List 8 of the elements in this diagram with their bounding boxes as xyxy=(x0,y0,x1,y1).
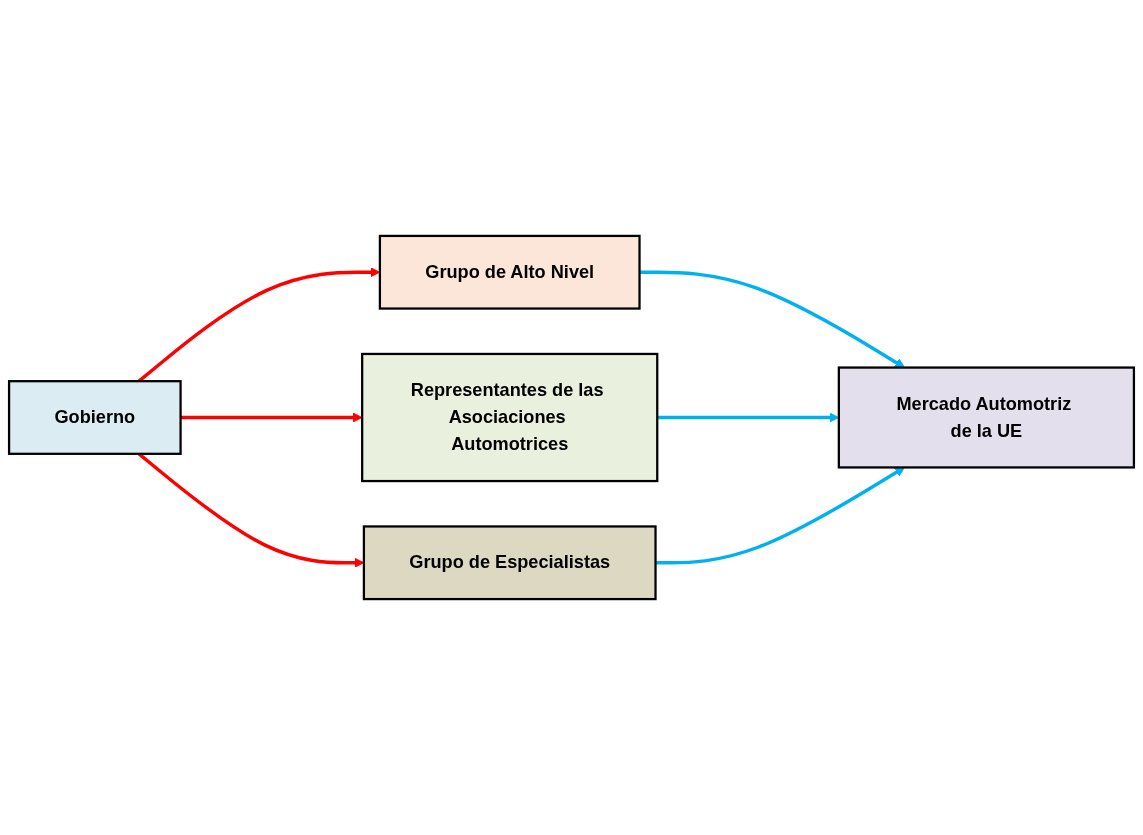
node-box: Grupo de Alto Nivel xyxy=(378,234,641,310)
arrow xyxy=(180,412,363,423)
arrow xyxy=(639,270,905,368)
arrow xyxy=(655,467,905,565)
node-box: Gobierno xyxy=(7,380,182,455)
node-box: Grupo de Especialistas xyxy=(362,525,657,601)
node-box: Mercado Automotriz de la UE xyxy=(837,366,1136,469)
node-box: Representantes de las Asociaciones Automotrices xyxy=(361,352,659,483)
